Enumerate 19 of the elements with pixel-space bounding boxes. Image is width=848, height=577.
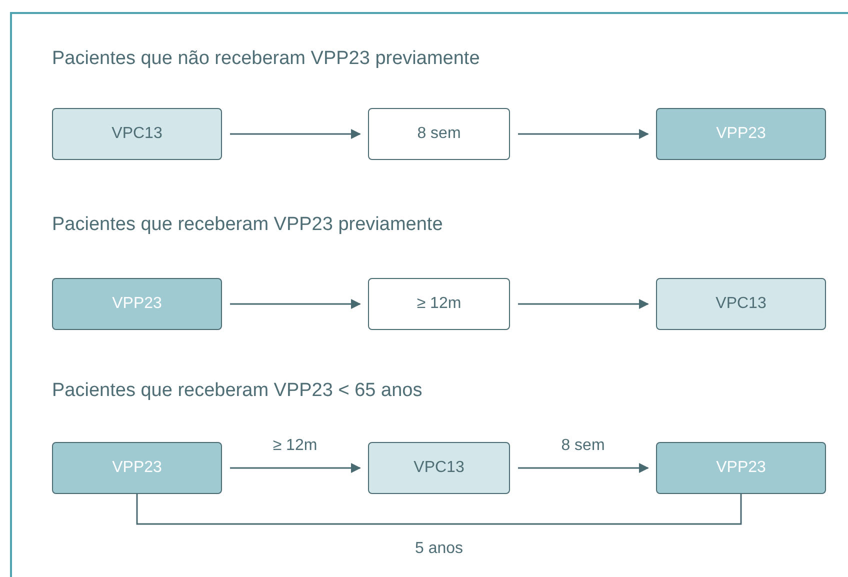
bracket-line bbox=[136, 494, 742, 525]
arrow bbox=[518, 463, 649, 473]
arrow bbox=[230, 299, 361, 309]
step-box: VPP23 bbox=[656, 442, 826, 494]
step-box: VPP23 bbox=[52, 278, 222, 330]
step-box: VPP23 bbox=[52, 442, 222, 494]
arrow bbox=[230, 463, 361, 473]
step-box: ≥ 12m bbox=[368, 278, 510, 330]
arrow bbox=[518, 299, 649, 309]
arrow bbox=[518, 129, 649, 139]
step-box: VPC13 bbox=[656, 278, 826, 330]
arrow bbox=[230, 129, 361, 139]
step-box: VPC13 bbox=[368, 442, 510, 494]
step-box: 8 sem bbox=[368, 108, 510, 160]
section-heading: Pacientes que receberam VPP23 < 65 anos bbox=[52, 380, 422, 402]
step-box: VPC13 bbox=[52, 108, 222, 160]
step-box: VPP23 bbox=[656, 108, 826, 160]
section-heading: Pacientes que não receberam VPP23 previamente bbox=[52, 48, 480, 70]
section-heading: Pacientes que receberam VPP23 previamente bbox=[52, 214, 443, 236]
